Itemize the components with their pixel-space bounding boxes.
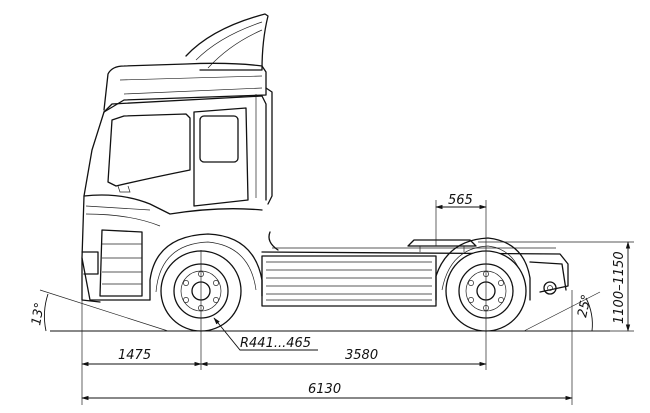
approach-angle-line xyxy=(39,289,169,332)
dim-departure-angle: 25° xyxy=(575,293,594,319)
approach-angle-arc xyxy=(43,293,49,332)
dim-fifth-wheel-height: 1100–1150 xyxy=(612,251,627,324)
front-grille xyxy=(83,194,263,215)
rear-mudguard xyxy=(435,237,531,301)
cab-body xyxy=(81,111,151,301)
front-wheel-arch xyxy=(149,233,263,301)
dim-fifth-wheel-offset: 565 xyxy=(448,193,473,208)
door-window xyxy=(199,115,239,163)
departure-angle-line xyxy=(523,291,601,332)
tow-hitch xyxy=(543,281,557,295)
side-fairing xyxy=(261,255,437,307)
cab-door xyxy=(193,107,249,207)
chassis-frame xyxy=(261,251,569,293)
turning-radius-leader xyxy=(213,317,318,351)
dim-overall-length: 6130 xyxy=(308,382,341,397)
dim-turning-radius: R441...465 xyxy=(240,336,311,351)
front-bumper xyxy=(81,257,101,303)
dim-wheelbase: 3580 xyxy=(345,348,378,363)
windshield xyxy=(107,113,191,187)
dim-front-overhang: 1475 xyxy=(118,348,151,363)
fifth-wheel xyxy=(407,239,477,247)
headlight xyxy=(81,251,99,275)
truck-tractor-unit xyxy=(81,13,569,332)
dim-approach-angle: 13° xyxy=(29,301,48,326)
roof-spoiler xyxy=(185,13,269,71)
departure-angle-arc xyxy=(585,297,593,332)
cab-roof xyxy=(103,62,267,113)
